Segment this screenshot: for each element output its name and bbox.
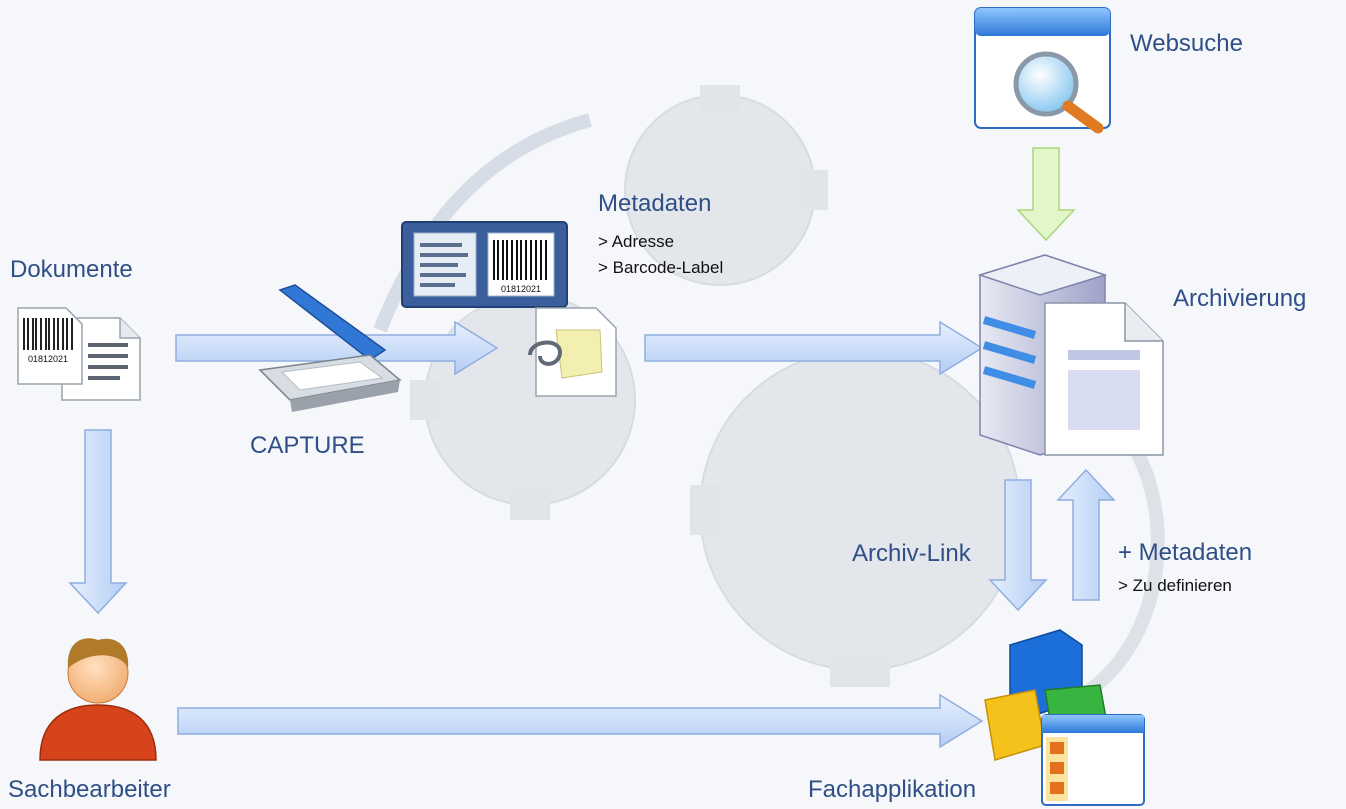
- paperclip-document-icon: [528, 307, 617, 397]
- application-cubes-icon: [984, 629, 1145, 806]
- websearch-icon: [974, 7, 1111, 134]
- arrow-metadaten-to-archivierung: [644, 320, 984, 376]
- label-metadaten-adresse: > Adresse: [598, 232, 675, 251]
- background-gears: [424, 94, 1021, 671]
- arrow-archiv-link-down: [988, 479, 1048, 612]
- arrow-websuche-to-archivierung: [1016, 147, 1076, 242]
- metadata-card-icon: 01812021: [401, 221, 568, 308]
- label-sachbearbeiter: Sachbearbeiter: [8, 776, 171, 803]
- label-websuche: Websuche: [1130, 30, 1243, 57]
- document-barcode-number: 01812021: [28, 354, 68, 364]
- arrow-metadaten-up: [1056, 468, 1116, 601]
- arrow-sachbearbeiter-to-fachapplikation: [177, 693, 984, 749]
- scanner-icon: [258, 284, 402, 412]
- label-capture: CAPTURE: [250, 432, 365, 459]
- archive-server-icon: [977, 254, 1164, 456]
- label-dokumente: Dokumente: [10, 256, 133, 283]
- label-metadaten: Metadaten: [598, 190, 712, 217]
- arrow-dokumente-to-capture: [175, 320, 499, 376]
- cycle-arc-right: [1085, 436, 1165, 696]
- cycle-arc: [373, 113, 592, 333]
- label-metadaten-barcode: > Barcode-Label: [598, 258, 724, 277]
- user-icon: [39, 638, 157, 761]
- label-zu-definieren: > Zu definieren: [1118, 576, 1232, 595]
- label-fachapplikation: Fachapplikation: [808, 776, 977, 803]
- label-archivierung: Archivierung: [1173, 285, 1307, 312]
- metadata-card-barcode-number: 01812021: [501, 284, 541, 294]
- arrow-dokumente-to-sachbearbeiter: [68, 429, 128, 615]
- label-plus-metadaten: + Metadaten: [1118, 539, 1253, 566]
- document-barcode-icon: 01812021: [17, 307, 141, 401]
- label-archiv-link: Archiv-Link: [852, 540, 971, 567]
